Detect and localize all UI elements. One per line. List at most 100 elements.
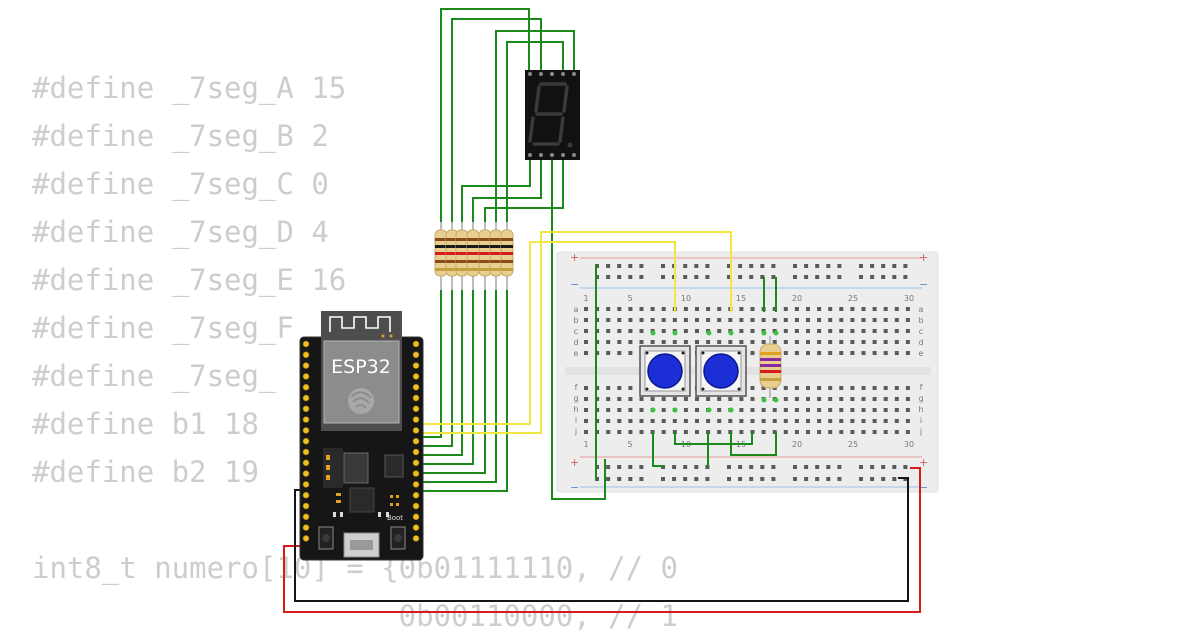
seven-segment-display[interactable] (525, 70, 580, 160)
breadboard-hole (639, 307, 644, 311)
rail-hole (738, 264, 743, 268)
en-button-cap[interactable] (322, 534, 330, 542)
breadboard-hole (894, 340, 899, 344)
wire-display-common[interactable] (551, 156, 606, 500)
wire-button-1[interactable] (417, 241, 676, 425)
rail-hole (749, 275, 754, 279)
button-cap[interactable] (647, 353, 683, 389)
rail-hole (870, 275, 875, 279)
minus-sign: − (919, 278, 928, 291)
breadboard-hole (828, 397, 833, 401)
row-letter: e (574, 349, 579, 358)
rail-hole (705, 264, 710, 268)
breadboard-hole (839, 307, 844, 311)
breadboard-hole (750, 307, 755, 311)
header-pin (412, 405, 420, 413)
wire-jumper[interactable] (674, 432, 753, 445)
breadboard-hole (661, 307, 666, 311)
rail-hole (804, 264, 809, 268)
yellow-wires[interactable] (417, 231, 732, 434)
breadboard-hole (894, 430, 899, 434)
header-pin (302, 394, 310, 402)
green-wires[interactable] (417, 8, 777, 500)
breadboard-hole (617, 329, 622, 333)
breadboard-hole (894, 419, 899, 423)
resistor-band (467, 245, 479, 248)
resistor-band (760, 364, 781, 367)
breadboard-hole (850, 397, 855, 401)
resistor-band (446, 252, 458, 255)
breadboard-hole (639, 329, 644, 333)
wire-jumper[interactable] (730, 432, 777, 456)
push-button-1[interactable] (639, 345, 691, 397)
breadboard-hole (817, 408, 822, 412)
breadboard-hole (595, 307, 600, 311)
rail-hole (793, 275, 797, 279)
rail-hole (903, 264, 908, 268)
breadboard-hole (739, 397, 744, 401)
rail-hole (672, 477, 677, 481)
header-pin (412, 362, 420, 369)
breadboard-hole (894, 318, 899, 322)
breadboard-hole (606, 386, 611, 390)
pull-resistor[interactable] (759, 336, 782, 398)
wire-segment-d[interactable] (417, 156, 542, 465)
wire-jumper[interactable] (652, 432, 664, 467)
resistor-array[interactable] (434, 222, 514, 290)
breadboard-hole (717, 397, 722, 401)
breadboard-hole (794, 318, 799, 322)
rail-hole (837, 264, 842, 268)
button-cap[interactable] (703, 353, 739, 389)
row-letter: b (573, 316, 578, 325)
rail-hole (771, 477, 776, 481)
code-line: #define b2 19 (32, 455, 259, 489)
wire-segment-f[interactable] (417, 30, 575, 483)
row-letter: c (574, 327, 578, 336)
wire-segment-g[interactable] (417, 41, 564, 492)
breadboard-hole (617, 340, 622, 344)
breadboard-hole (584, 329, 588, 333)
rail-hole (606, 264, 611, 268)
header-pin (412, 351, 420, 359)
header-pin (302, 502, 310, 510)
usb-port-icon[interactable] (343, 532, 380, 558)
breadboard-hole (717, 307, 722, 311)
wire-power-red[interactable] (283, 467, 921, 613)
wire-button-2[interactable] (417, 231, 732, 434)
wire-ground-black[interactable] (294, 477, 909, 602)
rail-hole (826, 275, 831, 279)
wire-segment-e[interactable] (417, 156, 564, 474)
header-pin (302, 470, 310, 477)
header-pin (302, 513, 310, 521)
breadboard-hole (772, 307, 777, 311)
breadboard-hole (728, 318, 733, 322)
breadboard-hole (750, 386, 755, 390)
row-letter: j (919, 427, 922, 436)
breadboard-hole (628, 329, 633, 333)
boot-button-cap[interactable] (394, 534, 402, 542)
push-button-2[interactable] (695, 345, 747, 397)
rail-hole (705, 465, 710, 469)
header-pin (302, 405, 310, 413)
breadboard-hole (794, 430, 799, 434)
row-letter: i (575, 416, 577, 425)
breadboard-hole (839, 329, 844, 333)
breadboard-hole (595, 386, 600, 390)
breadboard-hole (839, 430, 844, 434)
breadboard-hole (839, 419, 844, 423)
resistor-band (446, 268, 458, 271)
header-pin (412, 459, 420, 467)
minus-sign: − (570, 481, 579, 494)
wire-segment-c[interactable] (417, 156, 531, 456)
resistor-band (435, 238, 447, 241)
breadboard[interactable]: + + + + − − − − 1 5 10 15 20 25 30 1 5 1… (556, 251, 939, 494)
breadboard-hole (883, 419, 888, 423)
breadboard-hole (617, 430, 622, 434)
esp32-board[interactable]: ESP32 Boot (299, 311, 424, 561)
column-number: 25 (848, 440, 858, 449)
column-number: 20 (792, 294, 802, 303)
breadboard-hole (839, 397, 844, 401)
breadboard-hole (839, 351, 844, 355)
wire-segment-b[interactable] (417, 18, 542, 447)
